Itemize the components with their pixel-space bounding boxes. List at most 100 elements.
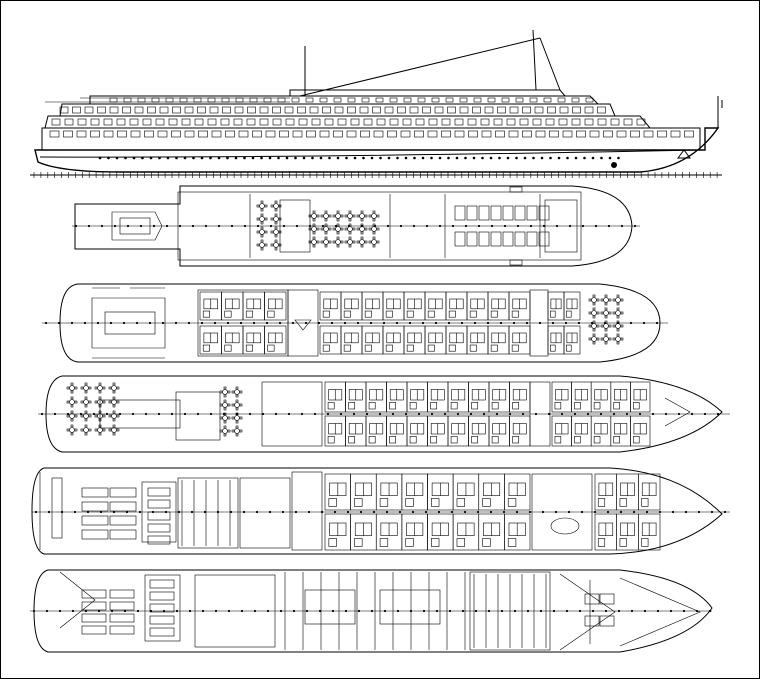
frame-mark xyxy=(409,609,413,613)
porthole xyxy=(387,156,391,160)
chair xyxy=(84,410,88,414)
chair xyxy=(70,418,74,422)
frame-mark xyxy=(697,510,701,514)
frame-mark xyxy=(321,224,325,228)
chair xyxy=(324,231,328,235)
bathroom xyxy=(566,310,572,318)
porthole xyxy=(115,156,119,160)
frame-mark xyxy=(294,510,298,514)
chair xyxy=(372,218,376,222)
mast-stay xyxy=(299,37,541,97)
chair xyxy=(312,236,316,240)
window xyxy=(636,118,646,126)
chair xyxy=(616,315,620,319)
frame-mark xyxy=(438,224,442,228)
porthole xyxy=(311,156,314,160)
window xyxy=(585,97,594,103)
window xyxy=(684,130,694,138)
bathroom xyxy=(550,310,556,318)
frame-mark xyxy=(421,321,425,325)
window xyxy=(109,106,119,114)
window xyxy=(116,118,126,126)
table xyxy=(83,385,89,391)
window xyxy=(441,130,451,138)
chair xyxy=(223,394,227,398)
chair xyxy=(108,386,112,390)
porthole xyxy=(328,156,331,160)
bathroom xyxy=(354,538,363,547)
frame-mark xyxy=(424,510,428,514)
table xyxy=(323,213,329,219)
frame-mark xyxy=(417,412,421,416)
chair xyxy=(312,244,316,248)
bathroom xyxy=(619,498,627,507)
porthole xyxy=(268,156,272,160)
window xyxy=(305,97,314,103)
machinery xyxy=(81,601,107,611)
frame-mark xyxy=(105,412,109,416)
thruster xyxy=(584,615,600,627)
chair xyxy=(348,218,352,222)
table xyxy=(83,399,89,405)
machinery xyxy=(109,613,135,623)
window xyxy=(459,106,469,114)
chair xyxy=(274,213,278,217)
frame-mark xyxy=(226,321,230,325)
window xyxy=(51,118,61,126)
window xyxy=(350,118,360,126)
chair xyxy=(312,218,316,222)
window xyxy=(246,118,256,126)
frame-mark xyxy=(326,412,330,416)
bathroom xyxy=(406,310,414,318)
chair xyxy=(239,390,243,394)
chair xyxy=(336,236,340,240)
frame-mark xyxy=(529,224,533,228)
chair xyxy=(368,214,372,218)
window xyxy=(508,130,519,138)
chair xyxy=(88,386,92,390)
chair xyxy=(372,210,376,214)
porthole xyxy=(166,156,170,160)
chair xyxy=(70,382,74,386)
frame-mark xyxy=(261,412,265,416)
bathroom xyxy=(224,310,232,318)
chair xyxy=(274,208,278,212)
window xyxy=(454,118,464,126)
window xyxy=(360,130,370,138)
chair xyxy=(270,217,274,221)
chair xyxy=(260,221,264,225)
chair xyxy=(588,311,592,315)
chair xyxy=(94,386,98,390)
frame-mark xyxy=(490,224,494,228)
window xyxy=(238,130,249,138)
window xyxy=(259,106,269,114)
machinery xyxy=(81,487,109,498)
bathroom xyxy=(224,344,232,352)
window xyxy=(347,106,356,114)
bathroom xyxy=(456,538,465,547)
profile-view xyxy=(30,29,723,178)
chair xyxy=(270,204,274,208)
frame-mark xyxy=(487,609,491,613)
chair xyxy=(328,240,332,244)
table xyxy=(273,242,279,248)
engine-room xyxy=(144,574,181,642)
chair xyxy=(231,390,235,394)
window xyxy=(509,106,519,114)
chair xyxy=(108,428,112,432)
chair xyxy=(84,382,88,386)
frame-mark xyxy=(551,321,555,325)
frame-mark xyxy=(386,224,390,228)
window xyxy=(597,118,607,126)
window xyxy=(209,106,219,114)
chair xyxy=(360,244,364,248)
chair xyxy=(372,244,376,248)
chair xyxy=(227,429,231,433)
table xyxy=(111,399,117,405)
reception-desk xyxy=(550,517,580,535)
porthole xyxy=(192,156,195,160)
frame-mark xyxy=(581,224,585,228)
chair xyxy=(84,390,88,394)
frame-mark xyxy=(606,510,610,514)
thruster xyxy=(599,593,615,605)
